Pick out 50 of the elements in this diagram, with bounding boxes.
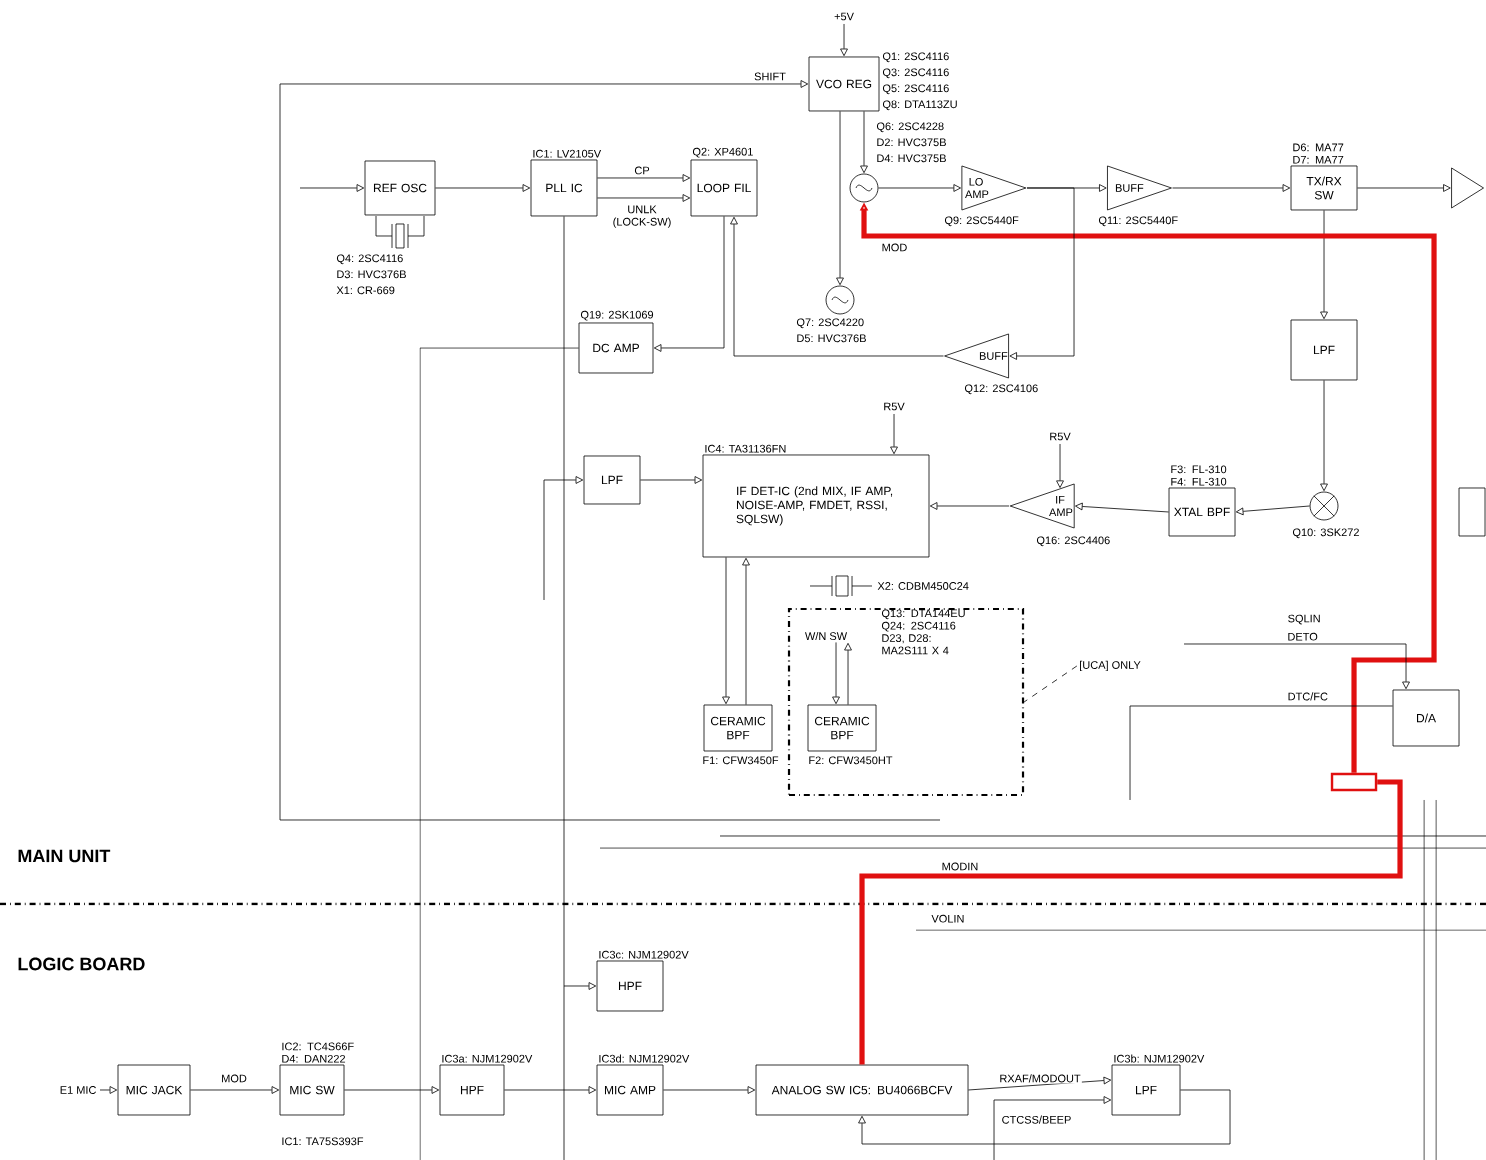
arrow — [840, 23, 848, 57]
arrow — [597, 174, 691, 182]
arrow — [878, 184, 961, 192]
arrow — [1320, 380, 1328, 492]
arrow — [742, 557, 750, 705]
line — [419, 347, 579, 1160]
arrow — [640, 476, 703, 484]
arrow — [99, 1086, 118, 1094]
mixer-symbol — [1309, 491, 1339, 521]
oscillator-symbol — [849, 173, 879, 203]
arrow — [844, 642, 852, 705]
section-title: MAIN UNIT — [18, 849, 111, 863]
arrow — [435, 184, 531, 192]
block-box — [1458, 487, 1486, 537]
arrow — [722, 557, 730, 705]
arrow — [597, 194, 691, 202]
amplifier-triangle — [1451, 167, 1484, 209]
arrow — [836, 110, 844, 286]
arrow — [299, 184, 365, 192]
arrow — [663, 1086, 756, 1094]
arrow — [858, 1089, 1231, 1145]
arrow — [1183, 643, 1410, 690]
arrow — [504, 1086, 597, 1094]
arrow — [832, 642, 840, 705]
arrow — [929, 502, 1010, 510]
arrow — [1075, 502, 1169, 513]
leader-line — [1023, 665, 1078, 703]
arrow — [653, 216, 725, 352]
arrow — [563, 982, 597, 990]
resistor-symbol — [1330, 772, 1378, 792]
arrow — [1357, 184, 1451, 192]
line — [1129, 705, 1393, 801]
arrow — [1320, 210, 1328, 320]
line — [859, 779, 1403, 1065]
arrow — [1172, 184, 1291, 192]
arrow — [730, 216, 944, 357]
option-region — [787, 607, 1025, 797]
arrow — [1235, 505, 1311, 516]
arrow — [190, 1086, 280, 1094]
arrow — [993, 1096, 1112, 1160]
line — [563, 216, 565, 1160]
arrow — [860, 110, 868, 174]
arrow — [279, 80, 809, 821]
arrow — [344, 1086, 440, 1094]
arrow — [1009, 187, 1075, 360]
arrow — [543, 476, 584, 601]
arrow — [890, 413, 898, 455]
arrow — [1056, 443, 1064, 488]
section-title: LOGIC BOARD — [18, 957, 145, 971]
oscillator-symbol — [825, 285, 855, 315]
